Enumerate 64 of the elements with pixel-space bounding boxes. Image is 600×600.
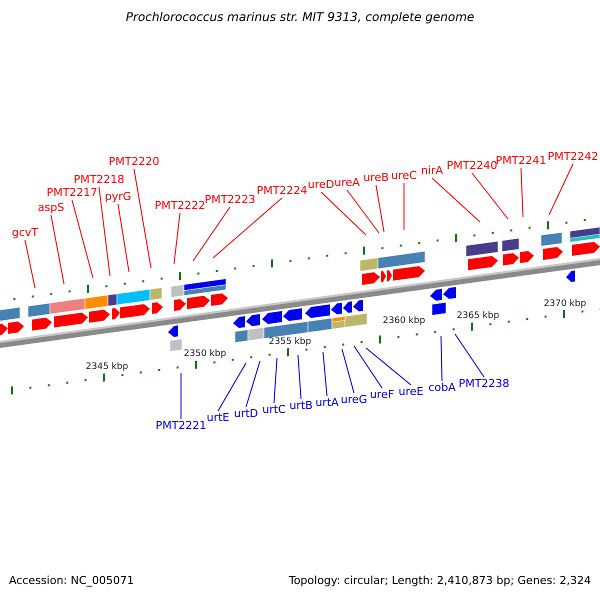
gene-label: PMT2217 [46,186,98,199]
leader-line [50,214,64,284]
leader-line [454,334,484,378]
gene-label: cobA [428,381,456,394]
leader-line [24,240,36,288]
leader-line [212,198,282,258]
leader-line [180,372,182,420]
gene-label: nirA [420,164,444,177]
leader-line [274,358,278,404]
leader-line [520,168,524,218]
scale-label: 2345 kbp [86,362,128,373]
genome-summary-text: Topology: circular; Length: 2,410,873 bp; Genes: 2,324 [288,574,591,587]
gene-label: aspS [38,201,64,214]
leader-line [548,164,574,216]
gene-label: PMT2218 [74,173,124,186]
gene-label: PMT2240 [446,159,498,172]
gene-label: gcvT [12,226,38,239]
gene-label: ureF [370,388,394,401]
scale-label: 2355 kbp [268,337,312,348]
gene-label: PMT2223 [204,193,256,206]
leader-line [174,212,180,264]
leader-line [366,348,412,386]
scale-label: 2365 kbp [456,311,500,322]
scale-label: 2360 kbp [382,316,426,327]
accession-text: Accession: NC_005071 [9,574,134,587]
leader-line [440,336,442,382]
gene-label: PMT2221 [156,419,206,432]
gene-label: ureC [391,169,417,182]
gene-label: PMT2222 [154,199,206,212]
leader-line [72,200,94,278]
leader-line [342,348,354,394]
leader-line [432,178,480,222]
gene-label: urtC [262,403,286,416]
leader-line [320,192,366,236]
scale-label: 2350 kbp [184,349,226,360]
leader-line [134,168,152,268]
diagram-title: Prochlorococcus marinus str. MIT 9313, complete genome [126,11,474,24]
gene-label: PMT2224 [256,184,308,197]
gene-label: pyrG [104,190,132,203]
gene-label: urtB [289,399,313,412]
gene-label: ureE [398,385,424,398]
gene-label: ureA [334,176,360,189]
gene-label: PMT2242 [548,150,598,163]
gene-label: urtD [234,407,258,420]
leader-line [192,206,230,262]
leader-line [354,346,382,388]
gene-label: ureG [340,393,368,406]
gene-label: urtE [206,411,230,424]
gene-label: PMT2241 [496,154,546,167]
scale-label: 2370 kbp [544,299,586,310]
leader-line [218,362,246,412]
leader-line [376,184,384,232]
leader-line [322,352,328,396]
leader-line [246,360,260,408]
leader-line [118,204,130,272]
leader-line [98,186,110,276]
leader-line [472,172,508,220]
gene-label: urtA [315,396,339,409]
leader-line [346,190,380,234]
leader-line [298,354,302,400]
gene-label: PMT2220 [108,155,160,168]
gene-label: ureD [308,178,334,191]
gene-label: ureB [363,171,389,184]
gene-label: PMT2238 [458,377,510,390]
